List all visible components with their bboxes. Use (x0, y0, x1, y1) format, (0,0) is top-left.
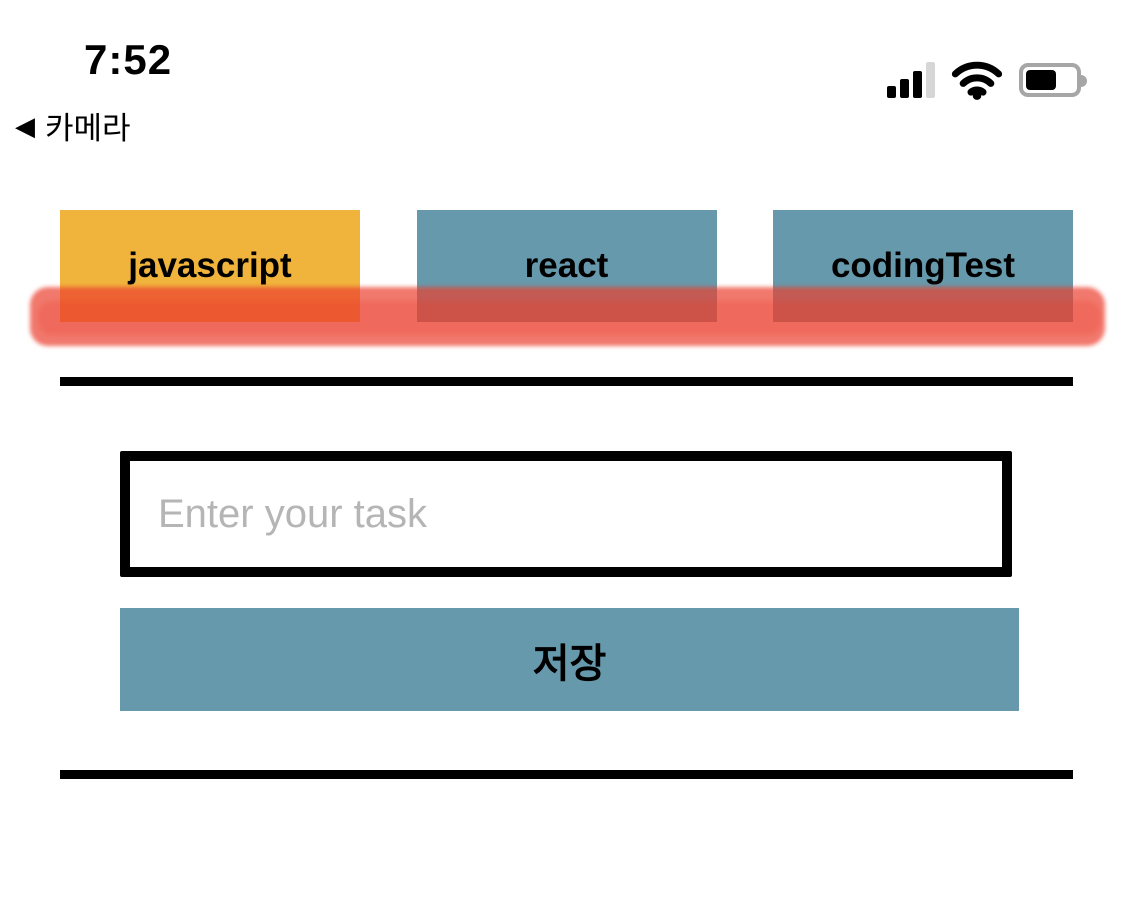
divider-line-bottom (60, 770, 1073, 779)
battery-tip (1081, 75, 1087, 87)
category-tabs: javascript react codingTest (60, 210, 1073, 322)
back-to-app-link[interactable]: ◀ 카메라 (15, 103, 131, 148)
task-input[interactable] (120, 451, 1012, 577)
cellular-signal-icon (887, 62, 935, 98)
status-bar-icons (887, 60, 1087, 100)
wifi-icon (951, 60, 1003, 100)
tab-react[interactable]: react (416, 210, 717, 322)
tab-codingtest[interactable]: codingTest (773, 210, 1073, 322)
divider-line-top (60, 377, 1073, 386)
tab-javascript[interactable]: javascript (60, 210, 360, 322)
save-button[interactable]: 저장 (120, 608, 1019, 711)
cellular-bar (887, 86, 896, 98)
status-bar-time: 7:52 (84, 36, 173, 83)
battery-fill (1026, 70, 1056, 90)
back-arrow-icon: ◀ (15, 110, 35, 141)
cellular-bar-empty (926, 62, 935, 98)
cellular-bar (913, 71, 922, 98)
cellular-bar (900, 79, 909, 98)
back-label: 카메라 (45, 111, 131, 146)
battery-icon (1019, 63, 1087, 97)
